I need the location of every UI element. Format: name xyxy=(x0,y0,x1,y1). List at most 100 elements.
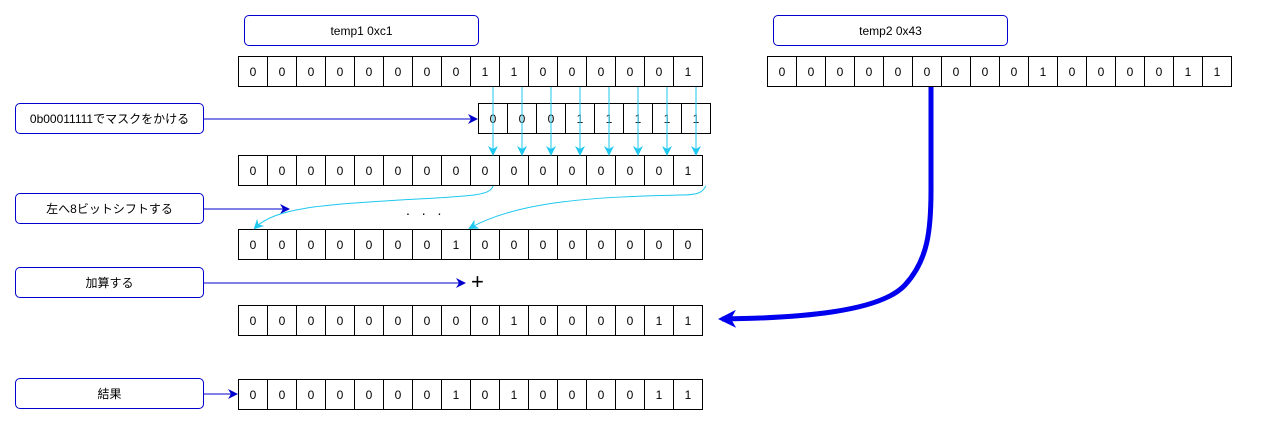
bit-cell: 0 xyxy=(383,56,413,87)
bit-cell: 0 xyxy=(644,155,674,186)
bit-cell: 1 xyxy=(681,103,711,134)
bit-cell: 0 xyxy=(883,56,913,87)
bit-cell: 1 xyxy=(623,103,653,134)
bit-cell: 1 xyxy=(499,379,529,410)
bit-cell: 0 xyxy=(854,56,884,87)
bit-cell: 0 xyxy=(325,56,355,87)
bit-cell: 0 xyxy=(557,155,587,186)
temp2-carry-arrow xyxy=(718,87,934,328)
bit-cell: 0 xyxy=(586,379,616,410)
bit-cell: 1 xyxy=(644,379,674,410)
bit-cell: 1 xyxy=(1202,56,1232,87)
bit-cell: 0 xyxy=(1057,56,1087,87)
bit-cell: 0 xyxy=(383,379,413,410)
bit-cell: 0 xyxy=(354,155,384,186)
bit-cell: 0 xyxy=(941,56,971,87)
bit-cell: 1 xyxy=(1173,56,1203,87)
bit-cell: 0 xyxy=(412,56,442,87)
bit-cell: 0 xyxy=(825,56,855,87)
bit-cell: 0 xyxy=(267,229,297,260)
bit-cell: 0 xyxy=(507,103,537,134)
bit-cell: 0 xyxy=(296,229,326,260)
bit-cell: 0 xyxy=(325,379,355,410)
bit-cell: 0 xyxy=(528,379,558,410)
bit-cell: 0 xyxy=(238,229,268,260)
bit-cell: 1 xyxy=(673,56,703,87)
bit-cell: 1 xyxy=(441,379,471,410)
bit-cell: 0 xyxy=(1115,56,1145,87)
bit-cell: 1 xyxy=(441,229,471,260)
bit-cell: 1 xyxy=(644,305,674,336)
bit-cell: 0 xyxy=(1144,56,1174,87)
bit-cell: 1 xyxy=(652,103,682,134)
bit-cell: 0 xyxy=(470,229,500,260)
bit-cell: 0 xyxy=(644,56,674,87)
ellipsis: . . . xyxy=(406,202,446,218)
bit-cell: 0 xyxy=(412,379,442,410)
bit-cell: 1 xyxy=(499,56,529,87)
bit-cell: 0 xyxy=(644,229,674,260)
bit-cell: 0 xyxy=(238,379,268,410)
bit-cell: 0 xyxy=(441,155,471,186)
temp1-header: temp1 0xc1 xyxy=(244,15,479,46)
bit-cell: 0 xyxy=(586,56,616,87)
bit-cell: 0 xyxy=(557,229,587,260)
bit-cell: 0 xyxy=(296,379,326,410)
bit-cell: 0 xyxy=(586,305,616,336)
bit-cell: 0 xyxy=(1086,56,1116,87)
bit-cell: 0 xyxy=(412,229,442,260)
bit-cell: 0 xyxy=(412,155,442,186)
bit-cell: 0 xyxy=(528,305,558,336)
bit-cell: 0 xyxy=(557,379,587,410)
bit-cell: 0 xyxy=(296,305,326,336)
bit-cell: 1 xyxy=(673,155,703,186)
bit-cell: 0 xyxy=(470,155,500,186)
shift-curve-left xyxy=(253,185,494,230)
bit-cell: 0 xyxy=(586,155,616,186)
bit-cell: 0 xyxy=(267,56,297,87)
bit-cell: 0 xyxy=(499,229,529,260)
bit-cell: 0 xyxy=(536,103,566,134)
bit-cell: 0 xyxy=(267,305,297,336)
bit-cell: 0 xyxy=(383,155,413,186)
bit-cell: 0 xyxy=(267,155,297,186)
bit-cell: 0 xyxy=(325,229,355,260)
bit-cell: 1 xyxy=(470,56,500,87)
bit-cell: 0 xyxy=(796,56,826,87)
bit-cell: 0 xyxy=(767,56,797,87)
temp2-header: temp2 0x43 xyxy=(773,15,1008,46)
bit-cell: 0 xyxy=(499,155,529,186)
bit-cell: 0 xyxy=(970,56,1000,87)
step-add-label: 加算する xyxy=(15,267,204,298)
bit-cell: 0 xyxy=(528,229,558,260)
bit-cell: 0 xyxy=(557,56,587,87)
shift-curve-right xyxy=(468,185,707,229)
bit-cell: 0 xyxy=(238,155,268,186)
bit-cell: 0 xyxy=(383,305,413,336)
bit-cell: 1 xyxy=(1028,56,1058,87)
bit-cell: 0 xyxy=(267,379,297,410)
bit-cell: 0 xyxy=(238,56,268,87)
plus-sign: + xyxy=(471,269,484,294)
bit-cell: 0 xyxy=(528,56,558,87)
bit-cell: 0 xyxy=(354,56,384,87)
bit-cell: 0 xyxy=(441,305,471,336)
bit-cell: 0 xyxy=(673,229,703,260)
step-mask-label: 0b00011111でマスクをかける xyxy=(15,103,204,134)
step-shift-label: 左へ8ビットシフトする xyxy=(15,193,204,224)
bit-cell: 0 xyxy=(528,155,558,186)
bit-cell: 0 xyxy=(325,155,355,186)
bit-cell: 0 xyxy=(615,229,645,260)
bit-cell: 0 xyxy=(296,155,326,186)
bit-cell: 0 xyxy=(586,229,616,260)
step-result-label: 結果 xyxy=(15,378,204,409)
bit-cell: 0 xyxy=(354,229,384,260)
bit-cell: 0 xyxy=(912,56,942,87)
bit-cell: 0 xyxy=(470,305,500,336)
bit-cell: 0 xyxy=(615,305,645,336)
